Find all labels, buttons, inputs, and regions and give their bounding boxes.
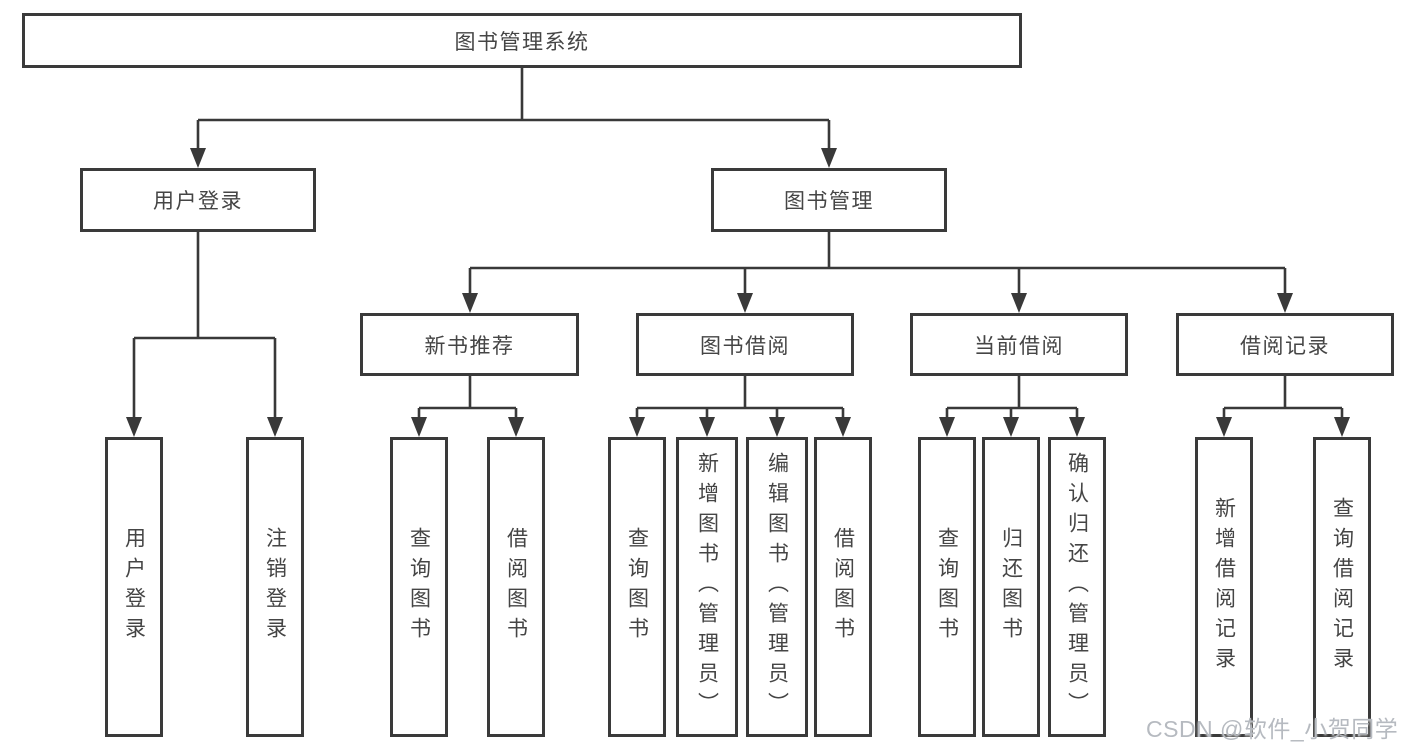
- leaf-query-book-3-label: 查询图书: [935, 527, 959, 647]
- leaf-borrow-book-1-label: 借阅图书: [504, 527, 528, 647]
- arrow-down-icon: [629, 417, 645, 437]
- node-book-borrow-label: 图书借阅: [700, 334, 790, 358]
- node-user-login: 用户登录: [80, 168, 316, 232]
- arrow-down-icon: [411, 417, 427, 437]
- arrow-down-icon: [1003, 417, 1019, 437]
- leaf-query-borrow-record: 查询借阅记录: [1313, 437, 1371, 737]
- node-book-management: 图书管理: [711, 168, 947, 232]
- node-root: 图书管理系统: [22, 13, 1022, 68]
- node-new-book-recommend: 新书推荐: [360, 313, 579, 376]
- leaf-confirm-return-admin: 确认归还（管理员）: [1048, 437, 1106, 737]
- arrow-down-icon: [939, 417, 955, 437]
- arrow-down-icon: [190, 148, 206, 168]
- arrow-down-icon: [267, 417, 283, 437]
- leaf-edit-book-admin: 编辑图书（管理员）: [746, 437, 808, 737]
- leaf-user-login-label: 用户登录: [122, 527, 146, 647]
- leaf-borrow-book-2-label: 借阅图书: [831, 527, 855, 647]
- arrow-down-icon: [462, 293, 478, 313]
- leaf-edit-book-admin-label: 编辑图书（管理员）: [765, 452, 789, 722]
- node-book-management-label: 图书管理: [784, 190, 874, 213]
- leaf-user-login: 用户登录: [105, 437, 163, 737]
- leaf-add-book-admin: 新增图书（管理员）: [676, 437, 738, 737]
- node-book-borrow: 图书借阅: [636, 313, 854, 376]
- leaf-return-book: 归还图书: [982, 437, 1040, 737]
- leaf-add-borrow-record-label: 新增借阅记录: [1212, 497, 1236, 677]
- node-borrow-records-label: 借阅记录: [1240, 334, 1330, 358]
- leaf-logout-label: 注销登录: [263, 527, 287, 647]
- arrow-down-icon: [821, 148, 837, 168]
- leaf-query-book-1-label: 查询图书: [407, 527, 431, 647]
- leaf-borrow-book-1: 借阅图书: [487, 437, 545, 737]
- node-current-borrow: 当前借阅: [910, 313, 1128, 376]
- csdn-watermark: CSDN @软件_小贺同学: [1146, 716, 1399, 742]
- node-current-borrow-label: 当前借阅: [974, 334, 1064, 358]
- leaf-add-borrow-record: 新增借阅记录: [1195, 437, 1253, 737]
- leaf-logout: 注销登录: [246, 437, 304, 737]
- arrow-down-icon: [126, 417, 142, 437]
- arrow-down-icon: [508, 417, 524, 437]
- leaf-confirm-return-admin-label: 确认归还（管理员）: [1065, 452, 1089, 722]
- leaf-return-book-label: 归还图书: [999, 527, 1023, 647]
- leaf-query-book-1: 查询图书: [390, 437, 448, 737]
- arrow-down-icon: [1277, 293, 1293, 313]
- leaf-query-book-2: 查询图书: [608, 437, 666, 737]
- node-user-login-label: 用户登录: [153, 190, 243, 213]
- leaf-query-borrow-record-label: 查询借阅记录: [1330, 497, 1354, 677]
- arrow-down-icon: [769, 417, 785, 437]
- leaf-add-book-admin-label: 新增图书（管理员）: [695, 452, 719, 722]
- arrow-down-icon: [737, 293, 753, 313]
- leaf-borrow-book-2: 借阅图书: [814, 437, 872, 737]
- arrow-down-icon: [1216, 417, 1232, 437]
- arrow-down-icon: [1069, 417, 1085, 437]
- node-root-label: 图书管理系统: [454, 30, 590, 54]
- leaf-query-book-3: 查询图书: [918, 437, 976, 737]
- arrow-down-icon: [699, 417, 715, 437]
- arrow-down-icon: [1334, 417, 1350, 437]
- leaf-query-book-2-label: 查询图书: [625, 527, 649, 647]
- node-new-book-recommend-label: 新书推荐: [424, 334, 515, 358]
- node-borrow-records: 借阅记录: [1176, 313, 1394, 376]
- arrow-down-icon: [1011, 293, 1027, 313]
- arrow-down-icon: [835, 417, 851, 437]
